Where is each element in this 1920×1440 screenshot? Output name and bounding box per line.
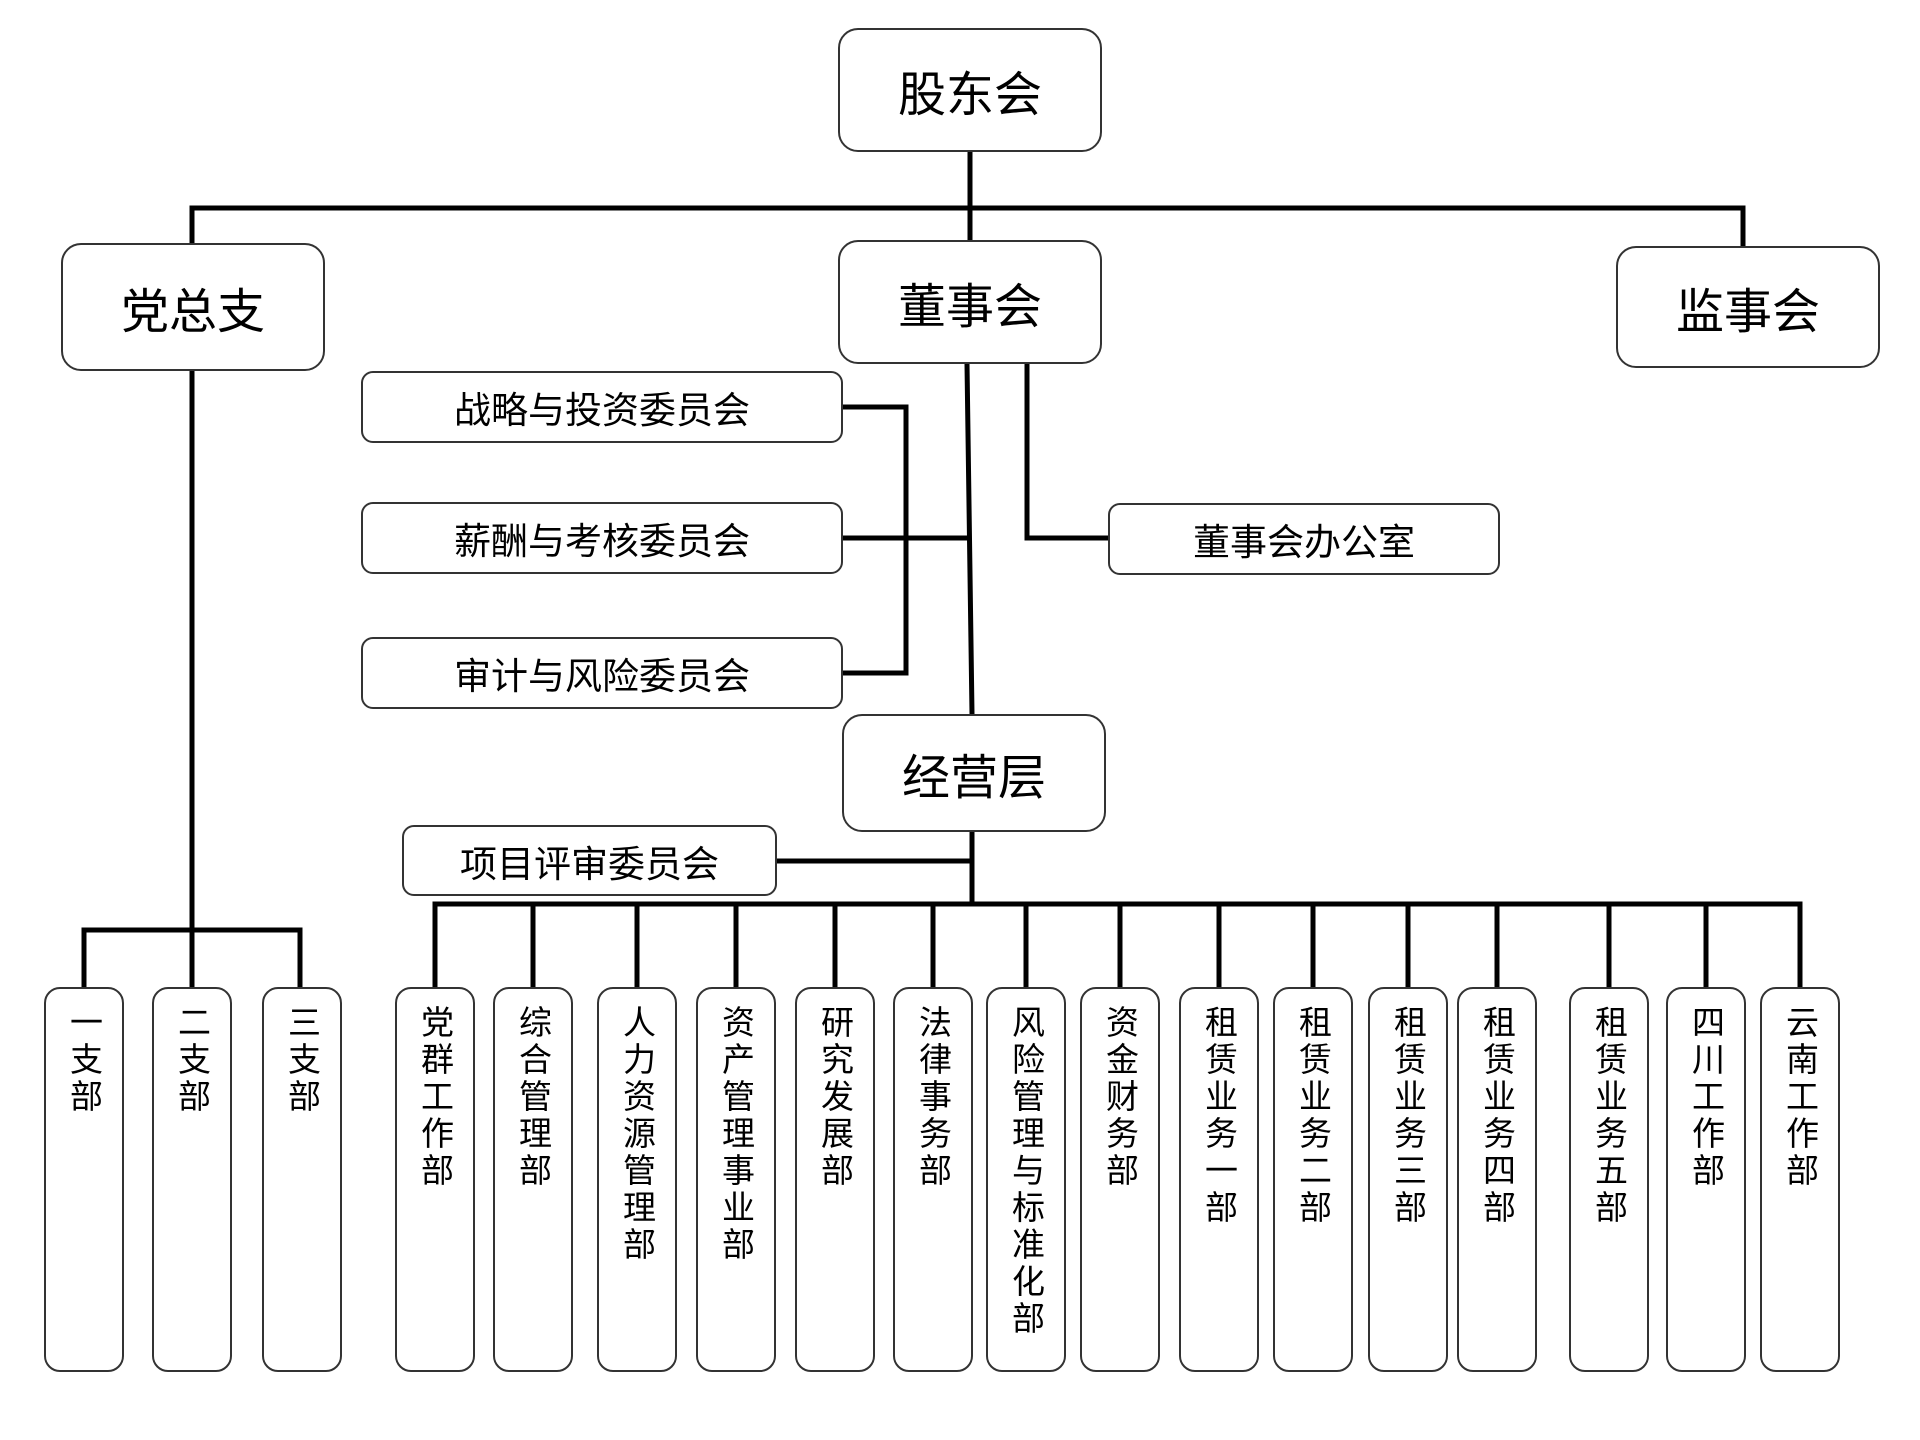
department-box: 租赁业务二部 [1273, 987, 1353, 1372]
department-box: 综合管理部 [493, 987, 573, 1372]
branch-label: 三支部 [282, 1005, 322, 1116]
department-label: 法律事务部 [913, 1005, 953, 1190]
department-box: 研究发展部 [795, 987, 875, 1372]
party-committee-box: 党总支 [61, 243, 325, 371]
board-label: 董事会 [897, 279, 1042, 335]
branch-box: 一支部 [44, 987, 124, 1372]
supervisors-label: 监事会 [1675, 284, 1820, 340]
department-box: 资产管理事业部 [696, 987, 776, 1372]
department-label: 云南工作部 [1780, 1005, 1820, 1190]
department-label: 资金财务部 [1100, 1005, 1140, 1190]
management-label: 经营层 [901, 750, 1046, 806]
department-box: 法律事务部 [893, 987, 973, 1372]
department-label: 资产管理事业部 [716, 1005, 756, 1264]
department-label: 综合管理部 [513, 1005, 553, 1190]
department-box: 资金财务部 [1080, 987, 1160, 1372]
department-label: 租赁业务四部 [1477, 1005, 1517, 1227]
review-committee-label: 项目评审委员会 [460, 842, 719, 886]
supervisors-box: 监事会 [1616, 246, 1880, 368]
department-label: 租赁业务三部 [1388, 1005, 1428, 1227]
committee-label: 薪酬与考核委员会 [454, 520, 750, 563]
department-box: 党群工作部 [395, 987, 475, 1372]
department-label: 人力资源管理部 [617, 1005, 657, 1264]
committee-label: 审计与风险委员会 [454, 655, 750, 698]
board-office-box: 董事会办公室 [1108, 503, 1500, 575]
department-box: 租赁业务三部 [1368, 987, 1448, 1372]
board-box: 董事会 [838, 240, 1102, 364]
department-box: 风险管理与标准化部 [986, 987, 1066, 1372]
project-review-committee-box: 项目评审委员会 [402, 825, 777, 896]
department-box: 租赁业务五部 [1569, 987, 1649, 1372]
department-label: 四川工作部 [1686, 1005, 1726, 1190]
branch-box: 二支部 [152, 987, 232, 1372]
shareholders-label: 股东会 [897, 67, 1042, 123]
department-box: 人力资源管理部 [597, 987, 677, 1372]
branch-box: 三支部 [262, 987, 342, 1372]
management-box: 经营层 [842, 714, 1106, 832]
department-label: 研究发展部 [815, 1005, 855, 1190]
branch-label: 一支部 [64, 1005, 104, 1116]
board-office-label: 董事会办公室 [1193, 521, 1415, 564]
department-label: 租赁业务二部 [1293, 1005, 1333, 1227]
branch-label: 二支部 [172, 1005, 212, 1116]
department-box: 租赁业务四部 [1457, 987, 1537, 1372]
department-label: 租赁业务五部 [1589, 1005, 1629, 1227]
committee-label: 战略与投资委员会 [454, 389, 750, 432]
department-label: 租赁业务一部 [1199, 1005, 1239, 1227]
audit-committee-box: 审计与风险委员会 [361, 637, 843, 709]
department-box: 云南工作部 [1760, 987, 1840, 1372]
department-box: 租赁业务一部 [1179, 987, 1259, 1372]
strategy-committee-box: 战略与投资委员会 [361, 371, 843, 443]
party-committee-label: 党总支 [120, 284, 265, 340]
department-label: 风险管理与标准化部 [1006, 1005, 1046, 1338]
department-label: 党群工作部 [415, 1005, 455, 1190]
department-box: 四川工作部 [1666, 987, 1746, 1372]
compensation-committee-box: 薪酬与考核委员会 [361, 502, 843, 574]
shareholders-box: 股东会 [838, 28, 1102, 152]
